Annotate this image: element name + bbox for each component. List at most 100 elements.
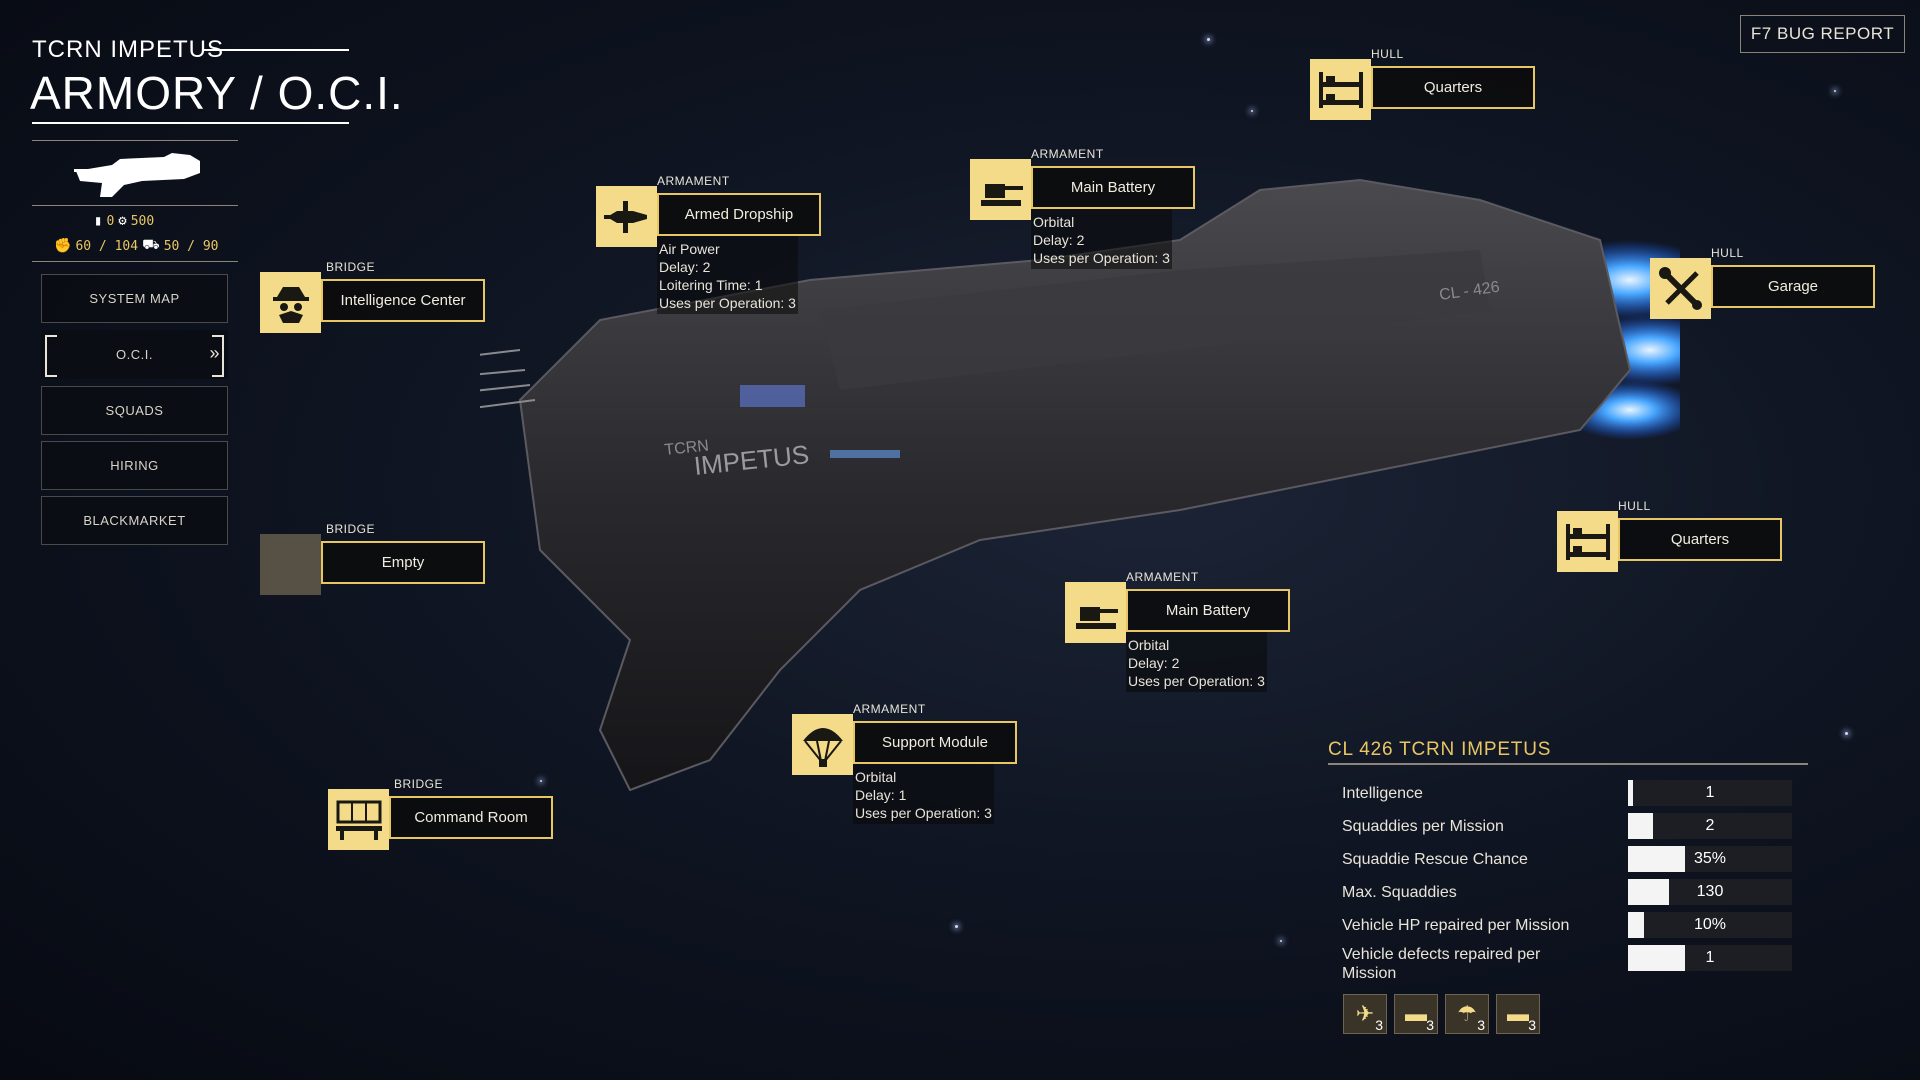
summary-dropship: ✈ 3 [1343, 994, 1387, 1034]
ship-illustration: TCRN IMPETUS CL - 426 [480, 178, 1680, 792]
gear-resource-icon: ⚙ [118, 213, 127, 229]
nav-hiring[interactable]: HIRING [41, 441, 228, 490]
nav-oci[interactable]: O.C.I.» [41, 330, 228, 379]
detail-line: Uses per Operation: 3 [855, 805, 992, 821]
detail-line: Air Power [659, 241, 720, 257]
detail-line: Delay: 2 [1033, 232, 1085, 248]
nav-label: BLACKMARKET [83, 513, 186, 528]
stat-bar: 1 [1628, 945, 1792, 971]
detail-line: Loitering Time: 1 [659, 277, 763, 293]
stat-bar-fill [1628, 879, 1669, 905]
bunk-bed-icon [1557, 511, 1618, 572]
resource-value: 50 / 90 [163, 238, 219, 254]
stat-bar: 2 [1628, 813, 1792, 839]
stat-bar-fill [1628, 780, 1633, 806]
page-title: ARMORY / O.C.I. [30, 67, 404, 119]
module-name: Quarters [1371, 66, 1535, 109]
stat-value: 2 [1705, 817, 1715, 834]
command-console-icon [328, 789, 389, 850]
stat-value: 10% [1693, 916, 1727, 933]
nav-squads[interactable]: SQUADS [41, 386, 228, 435]
detail-line: Orbital [855, 769, 897, 785]
battery-icon: ▬ [1405, 1001, 1427, 1026]
stat-value: 35% [1693, 850, 1727, 867]
summary-battery-2: ▬ 3 [1496, 994, 1540, 1034]
module-category: ARMAMENT [657, 174, 730, 188]
stat-bar: 1 [1628, 780, 1792, 806]
nav-system-map[interactable]: SYSTEM MAP [41, 274, 228, 323]
module-category: ARMAMENT [853, 702, 926, 716]
nav-label: SQUADS [105, 403, 164, 418]
detail-line: Uses per Operation: 3 [1128, 673, 1265, 689]
ship-window [740, 385, 805, 407]
bug-report-button[interactable]: F7 BUG REPORT [1740, 15, 1905, 53]
module-details: Orbital Delay: 2 Uses per Operation: 3 [1031, 209, 1172, 269]
summary-count: 3 [1528, 1017, 1536, 1033]
stat-value: 1 [1705, 949, 1715, 966]
star [955, 925, 958, 928]
stat-bar-fill [1628, 846, 1686, 872]
nav-blackmarket[interactable]: BLACKMARKET [41, 496, 228, 545]
stat-label: Squaddies per Mission [1342, 818, 1504, 835]
detail-line: Delay: 2 [659, 259, 711, 275]
resource-value: 0 [106, 213, 115, 229]
wrench-screwdriver-icon [1650, 258, 1711, 319]
module-name: Quarters [1618, 518, 1782, 561]
summary-count: 3 [1477, 1017, 1485, 1033]
module-details: Air Power Delay: 2 Loitering Time: 1 Use… [657, 236, 798, 314]
module-name: Command Room [389, 796, 553, 839]
fist-icon: ✊ [54, 238, 72, 254]
stats-title: CL 426 TCRN IMPETUS [1328, 739, 1552, 760]
star [1280, 940, 1282, 942]
star [1845, 732, 1848, 735]
battery-resource-icon: ▮ [94, 213, 103, 229]
nav-label: SYSTEM MAP [89, 291, 180, 306]
module-category: HULL [1711, 246, 1744, 260]
stat-bar: 130 [1628, 879, 1792, 905]
module-name: Empty [321, 541, 485, 584]
card-divider [32, 205, 238, 206]
chevron-right-icon: » [209, 343, 220, 363]
battery-icon: ▬ [1507, 1001, 1529, 1026]
stat-value: 1 [1705, 784, 1715, 801]
stat-label: Max. Squaddies [1342, 884, 1457, 901]
stat-bar: 35% [1628, 846, 1792, 872]
module-category: BRIDGE [326, 522, 376, 536]
ship-spine [820, 250, 1490, 390]
detail-line: Orbital [1033, 214, 1075, 230]
resource-value: 60 / 104 [75, 238, 139, 254]
stat-label: Vehicle HP repaired per Mission [1342, 917, 1570, 934]
star [1207, 38, 1210, 41]
stat-row-vehicle-defects: Vehicle defects repaired per Mission 1 [1342, 945, 1792, 982]
stat-row-max-squaddies: Max. Squaddies 130 [1342, 879, 1792, 905]
star [1834, 90, 1836, 92]
module-name: Main Battery [1126, 589, 1290, 632]
stat-bar-fill [1628, 912, 1645, 938]
module-name: Main Battery [1031, 166, 1195, 209]
resource-row-bottom: ✊ 60 / 104 ⛟ 50 / 90 [54, 237, 218, 255]
bunk-bed-icon [1310, 59, 1371, 120]
title-rule [32, 122, 349, 124]
module-category: BRIDGE [394, 777, 444, 791]
parachute-icon: ☂ [1457, 1001, 1477, 1026]
turret-icon [970, 159, 1031, 220]
module-category: ARMAMENT [1126, 570, 1199, 584]
turret-icon [1065, 582, 1126, 643]
summary-count: 3 [1375, 1017, 1383, 1033]
module-category: BRIDGE [326, 260, 376, 274]
star [540, 780, 542, 782]
tank-resource-icon: ⛟ [142, 237, 160, 253]
module-name: Intelligence Center [321, 279, 485, 322]
stat-row-rescue-chance: Squaddie Rescue Chance 35% [1342, 846, 1792, 872]
star [1251, 110, 1253, 112]
module-name: Support Module [853, 721, 1017, 764]
ship-card: ▮ 0 ⚙ 500 ✊ 60 / 104 ⛟ 50 / 90 [32, 140, 238, 262]
stats-rule [1328, 763, 1808, 765]
ship-antennas [480, 349, 536, 409]
stat-row-vehicle-hp: Vehicle HP repaired per Mission 10% [1342, 912, 1792, 938]
detail-line: Uses per Operation: 3 [659, 295, 796, 311]
module-category: HULL [1618, 499, 1651, 513]
subtitle-rule [204, 49, 349, 51]
detail-line: Delay: 2 [1128, 655, 1180, 671]
hull-text-tcrn: TCRN [664, 437, 710, 459]
